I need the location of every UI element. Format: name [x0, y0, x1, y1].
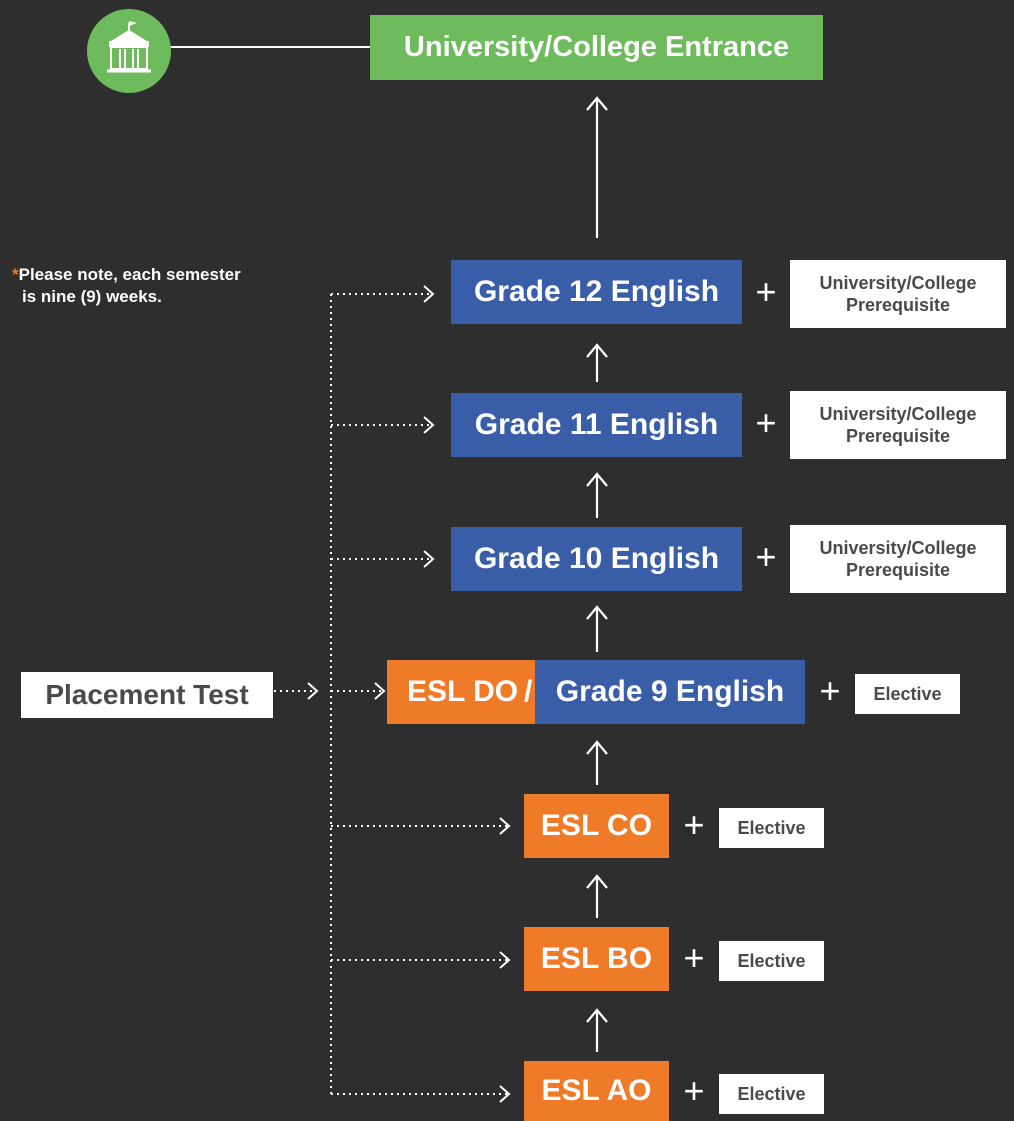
elective-box: Elective — [719, 1074, 824, 1114]
university-building-icon — [107, 21, 151, 73]
esl-ao-label: ESL AO — [541, 1074, 652, 1107]
note-line-1: Please note, each semester — [18, 265, 241, 284]
plus-icon: + — [755, 536, 777, 577]
placement-dotted-paths — [274, 293, 508, 1095]
university-entrance-label: University/College Entrance — [403, 31, 790, 63]
plus-icon: + — [683, 1070, 705, 1111]
placement-test-box: Placement Test — [21, 672, 273, 718]
university-entrance-box: University/College Entrance — [370, 15, 823, 80]
elective-box: Elective — [719, 941, 824, 981]
prerequisite-box: University/College Prerequisite — [790, 391, 1006, 459]
prerequisite-line-1: University/College — [819, 537, 977, 558]
prerequisite-line-2: Prerequisite — [845, 426, 951, 446]
esl-do-grade-9-divider: / — [524, 675, 533, 708]
semester-note: *Please note, each semester is nine (9) … — [12, 264, 241, 308]
note-line-2: is nine (9) weeks. — [22, 287, 162, 306]
grade-9-label: Grade 9 English — [555, 675, 785, 708]
dotted-arrowheads — [307, 285, 511, 1103]
plus-icon: + — [683, 804, 705, 845]
elective-label: Elective — [737, 1083, 806, 1104]
grade-12-box: Grade 12 English — [451, 260, 742, 324]
elective-box: Elective — [719, 808, 824, 848]
prerequisite-line-1: University/College — [819, 403, 977, 424]
placement-test-label: Placement Test — [45, 679, 249, 710]
plus-icon: + — [683, 937, 705, 978]
grade-12-label: Grade 12 English — [473, 275, 720, 308]
plus-icon: + — [819, 670, 841, 711]
plus-icon: + — [755, 402, 777, 443]
prerequisite-box: University/College Prerequisite — [790, 525, 1006, 593]
prerequisite-line-1: University/College — [819, 272, 977, 293]
plus-icon: + — [755, 271, 777, 312]
esl-co-box: ESL CO — [524, 794, 669, 858]
university-icon-circle — [87, 9, 171, 93]
esl-ao-box: ESL AO — [524, 1061, 669, 1121]
prerequisite-line-2: Prerequisite — [845, 560, 951, 580]
progression-arrows — [586, 96, 608, 1052]
esl-do-label: ESL DO — [407, 675, 519, 708]
esl-bo-label: ESL BO — [540, 942, 653, 975]
note-asterisk: * — [12, 265, 19, 284]
elective-box: Elective — [855, 674, 960, 714]
esl-bo-box: ESL BO — [524, 927, 669, 991]
grade-10-label: Grade 10 English — [473, 542, 720, 575]
grade-10-box: Grade 10 English — [451, 527, 742, 591]
elective-label: Elective — [737, 817, 806, 838]
esl-do-box: ESL DO — [387, 660, 535, 724]
elective-label: Elective — [873, 683, 942, 704]
esl-co-label: ESL CO — [540, 809, 653, 842]
elective-label: Elective — [737, 950, 806, 971]
prerequisite-box: University/College Prerequisite — [790, 260, 1006, 328]
grade-9-box: Grade 9 English — [535, 660, 805, 724]
grade-11-box: Grade 11 English — [451, 393, 742, 457]
prerequisite-line-2: Prerequisite — [845, 295, 951, 315]
grade-11-label: Grade 11 English — [474, 408, 719, 441]
